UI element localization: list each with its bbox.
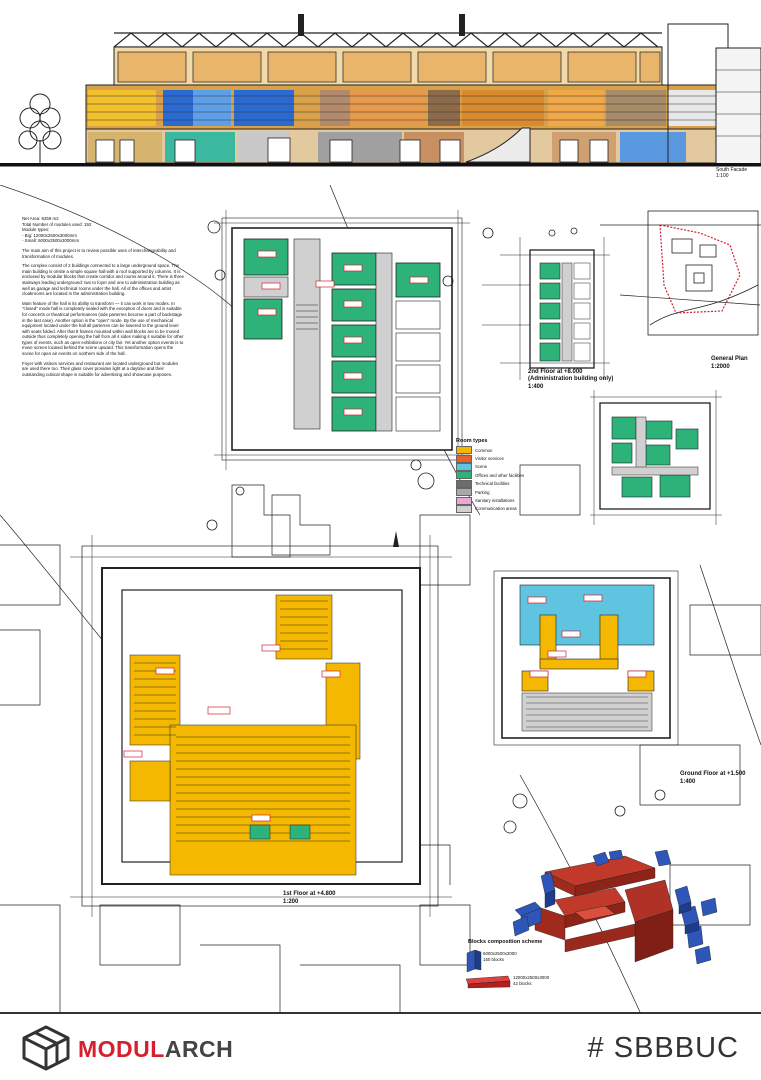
spec-big-module: - Big: 12000x2500x3000mm <box>22 232 77 238</box>
facade-scale: 1:100 <box>716 173 729 179</box>
legend-item: Parking <box>456 488 546 497</box>
description-paragraph: The main aim of this project is to revie… <box>22 247 176 259</box>
legend-item: Sanitary installations <box>456 496 546 505</box>
site-plans-drawing <box>0 185 761 1012</box>
small-block-icon <box>466 950 482 972</box>
legend-swatch <box>456 479 472 488</box>
south-facade-drawing <box>0 14 761 167</box>
legend-label: Visitor services <box>475 456 504 462</box>
spec-net-area: Net Area: 8259 m2 <box>22 216 59 221</box>
second-floor-scale: 1:400 <box>528 384 544 390</box>
first-floor-scale: 1:200 <box>283 899 299 905</box>
legend-swatch <box>456 446 472 455</box>
second-floor-subtitle: (Administration building only) <box>528 376 614 382</box>
first-floor-title: 1st Floor at +4.800 <box>283 891 336 897</box>
brand-red-part: MODUL <box>78 1036 165 1062</box>
description-paragraph: The complex consist of 2 buildings conne… <box>22 263 184 297</box>
modularch-logo-icon <box>22 1025 70 1071</box>
general-plan-title: General Plan <box>711 356 748 362</box>
facade-title: South Facade <box>716 167 748 173</box>
legend-swatch <box>456 496 472 505</box>
small-block-count: 150 blocks <box>483 957 504 962</box>
legend-item: Communication areas <box>456 504 546 513</box>
brand-wordmark: MODULARCH <box>78 1036 233 1063</box>
blocks-scheme-title: Blocks composition scheme <box>468 939 543 945</box>
ground-floor-scale: 1:400 <box>680 779 696 785</box>
legend-label: Offices and other facilities <box>475 472 525 478</box>
general-plan-scale: 1:2000 <box>711 364 730 370</box>
legend-item: Visitor services <box>456 454 546 463</box>
project-tag: # SBBBUC <box>587 1032 739 1064</box>
legend-swatch <box>456 454 472 463</box>
project-description: Net Area: 8259 m2 Total Number of module… <box>22 216 184 381</box>
spec-module-types: Module types: <box>22 227 50 233</box>
description-paragraph: Foyer with visitors services and restaur… <box>22 360 179 377</box>
room-types-legend: Room types Common Visitor services Scene… <box>456 438 546 513</box>
ground-floor-title: Ground Floor at +1.500 <box>680 771 746 777</box>
blocks-composition-scheme <box>512 850 718 965</box>
brand-dark-part: ARCH <box>164 1036 234 1062</box>
legend-swatch <box>456 488 472 497</box>
footer-bar: MODULARCH # SBBBUC <box>0 1012 761 1080</box>
legend-item: Common <box>456 446 546 455</box>
legend-item: Scene <box>456 462 546 471</box>
legend-label: Sanitary installations <box>475 498 515 504</box>
legend-label: Communication areas <box>475 506 517 512</box>
spec-module-count: Total Number of modules used: 192 <box>22 221 92 227</box>
small-block-size: 6000x2500x3000 <box>483 951 517 956</box>
legend-item: Technical facilities <box>456 479 546 488</box>
big-block-icon <box>465 975 511 989</box>
big-block-size: 12000x2500x3000 <box>513 975 550 980</box>
legend-swatch <box>456 471 472 480</box>
legend-label: Scene <box>475 464 488 470</box>
description-paragraph: Main feature of the hall is its ability … <box>22 300 184 357</box>
big-block-count: 42 blocks <box>513 981 532 986</box>
legend-swatch <box>456 504 472 513</box>
legend-title: Room types <box>456 438 488 444</box>
legend-item: Offices and other facilities <box>456 471 546 480</box>
second-floor-title: 2nd Floor at +8.000 <box>528 369 583 375</box>
legend-label: Parking <box>475 489 490 495</box>
legend-label: Technical facilities <box>475 481 510 487</box>
legend-swatch <box>456 462 472 471</box>
spec-small-module: - Small: 6000x2500x3000mm <box>22 238 80 244</box>
legend-label: Common <box>475 447 493 453</box>
